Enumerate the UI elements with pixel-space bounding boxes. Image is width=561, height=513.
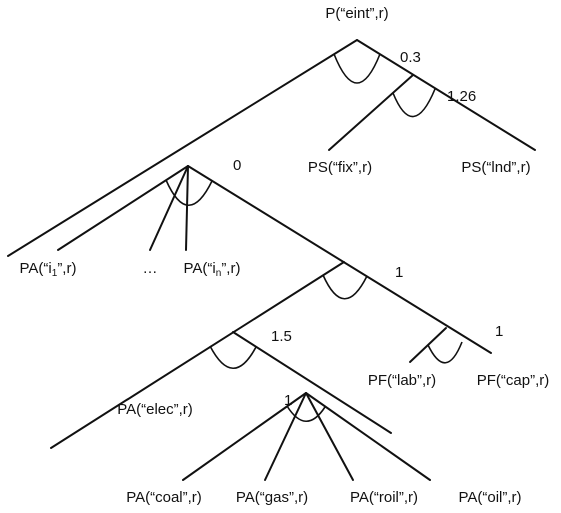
edge-fossil-coal [182, 392, 307, 481]
leaf-ps-lnd: PS(“lnd”,r) [461, 159, 530, 176]
leaf-pa-gas: PA(“gas”,r) [236, 489, 308, 506]
elasticity-land-fix: 1.26 [447, 88, 476, 105]
edge-materials-va-energy [187, 165, 492, 354]
leaf-pa-roil: PA(“roil”,r) [350, 489, 418, 506]
edge-materials-mid [149, 165, 189, 251]
leaf-pa-oil: PA(“oil”,r) [458, 489, 521, 506]
leaf-pa-coal: PA(“coal”,r) [126, 489, 202, 506]
leaf-ps-fix: PS(“fix”,r) [308, 159, 372, 176]
leaf-pa-i1: PA(“i1”,r) [20, 260, 77, 279]
edge-vaenergy-energy [50, 261, 345, 449]
elasticity-root: 0.3 [400, 49, 421, 66]
elasticity-energy: 1.5 [271, 328, 292, 345]
arc-energy [209, 345, 257, 369]
edge-fossil-oil [305, 392, 431, 481]
elasticity-materials: 0 [233, 157, 241, 174]
tree-edges [7, 39, 536, 481]
arc-landfix [392, 88, 436, 118]
elasticity-value-added-energy: 1 [395, 264, 403, 281]
nest-arcs [165, 53, 463, 423]
root-label: P(“eint”,r) [325, 5, 388, 22]
arc-vaenergy [322, 274, 368, 300]
edge-fossil-roil [305, 392, 354, 481]
edge-root-land-fix-nest [356, 39, 536, 151]
arc-materials [165, 179, 213, 207]
arc-fossil [286, 405, 326, 423]
leaf-pf-cap: PF(“cap”,r) [477, 372, 550, 389]
leaf-pa-elec: PA(“elec”,r) [117, 401, 193, 418]
elasticity-labor-capital: 1 [495, 323, 503, 340]
leaf-ellipsis: … [143, 260, 158, 277]
edge-fossil-gas [264, 392, 307, 481]
leaf-pa-in: PA(“in”,r) [184, 260, 241, 279]
edge-root-materials [7, 39, 358, 257]
edge-landfix-fix [328, 74, 414, 151]
arc-labcap [427, 341, 463, 364]
elasticity-fossil: 1 [284, 392, 292, 409]
edge-energy-fossil [232, 331, 392, 434]
arc-root [333, 53, 381, 84]
edge-materials-in [185, 165, 189, 251]
leaf-pf-lab: PF(“lab”,r) [368, 372, 436, 389]
